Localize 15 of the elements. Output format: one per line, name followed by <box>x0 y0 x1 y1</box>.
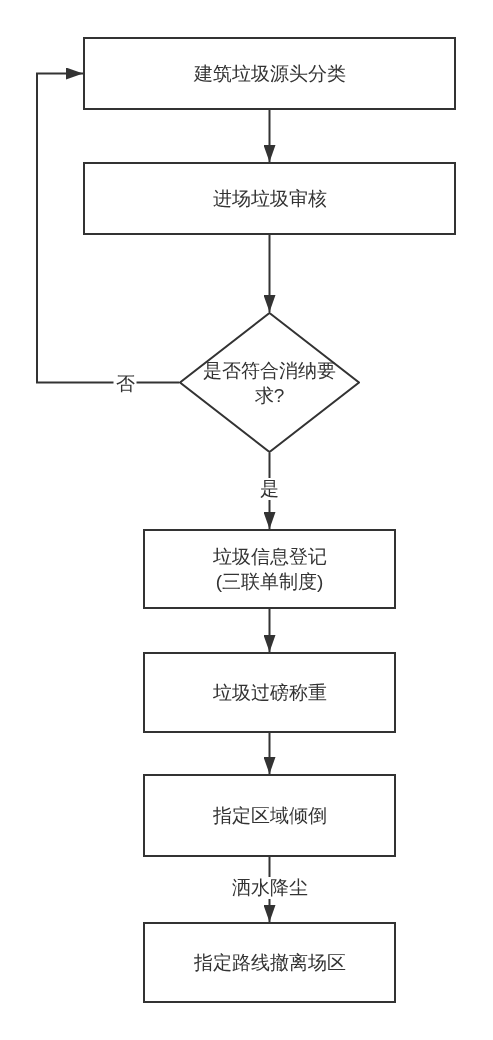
edge-label: 否 <box>113 372 137 395</box>
process-box: 垃圾信息登记(三联单制度) <box>143 529 396 609</box>
process-box: 建筑垃圾源头分类 <box>83 37 456 110</box>
arrow <box>263 234 276 313</box>
process-box: 进场垃圾审核 <box>83 162 456 235</box>
decision-diamond: 是否符合消纳要求? <box>179 312 360 453</box>
process-box: 指定路线撤离场区 <box>143 922 396 1003</box>
arrow <box>263 608 276 653</box>
edge-label: 是 <box>258 478 281 500</box>
edge-label: 洒水降尘 <box>229 876 310 899</box>
arrow <box>263 109 276 163</box>
process-box: 垃圾过磅称重 <box>143 652 396 733</box>
arrow <box>36 67 180 384</box>
process-box: 指定区域倾倒 <box>143 774 396 857</box>
arrow <box>263 732 276 775</box>
